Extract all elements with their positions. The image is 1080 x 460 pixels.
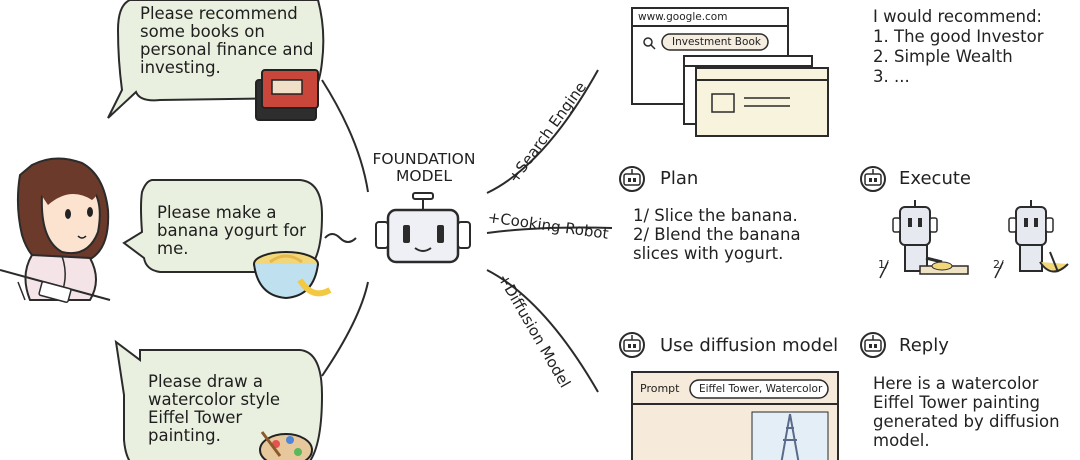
diffusion-robot-icon: [619, 332, 645, 358]
reply-line-3: generated by diffusion: [873, 412, 1060, 431]
plan-line-2: 2/ Blend the banana: [633, 225, 801, 244]
reply-line-4: model.: [873, 431, 930, 450]
bubble-painting: [114, 339, 324, 460]
execute-step1-illustration: [892, 200, 969, 275]
diffusion-panel: [631, 371, 839, 460]
foundation-label-line1: FOUNDATION: [372, 150, 476, 168]
recommendation-item-2: 2. Simple Wealth: [873, 47, 1013, 66]
reply-line-2: Eiffel Tower painting: [873, 393, 1041, 412]
bubble-finance-text: Please recommend some books on personal …: [140, 4, 314, 77]
recommendation-item-1: 1. The good Investor: [873, 27, 1044, 46]
prompt-label: Prompt: [640, 382, 680, 395]
browser-illustration: [631, 7, 829, 137]
execute-step2-label: 2/: [993, 258, 1004, 271]
yogurt-bowl-illustration: [253, 251, 332, 300]
foundation-label-line2: MODEL: [396, 167, 452, 185]
execute-step1-label: 1/: [878, 258, 889, 271]
palette-illustration: [259, 431, 313, 460]
bubble-yogurt-text: Please make a banana yogurt for me.: [157, 203, 306, 258]
recommendation-text: I would recommend: 1. The good Investor …: [873, 7, 1044, 87]
bubble-painting-text: Please draw a watercolor style Eiffel To…: [148, 372, 281, 445]
plan-title: Plan: [660, 168, 699, 189]
plan-robot-icon: [619, 166, 645, 192]
recommendation-item-3: 3. ...: [873, 67, 910, 86]
bubble-yogurt: [122, 179, 324, 273]
books-illustration: [255, 69, 319, 121]
foundation-model-robot-icon: [375, 192, 471, 264]
recommendation-intro: I would recommend:: [873, 7, 1042, 26]
execute-step2-illustration: [1008, 200, 1069, 273]
person-illustration: [0, 157, 111, 303]
reply-robot-icon: [860, 332, 886, 358]
browser-url: www.google.com: [638, 11, 728, 23]
reply-title: Reply: [899, 335, 949, 356]
reply-text: Here is a watercolor Eiffel Tower painti…: [873, 374, 1060, 450]
browser-search-query: Investment Book: [672, 36, 761, 48]
execute-title: Execute: [899, 168, 971, 189]
foundation-model-label: FOUNDATION MODEL: [363, 151, 485, 185]
plan-line-1: 1/ Slice the banana.: [633, 206, 798, 225]
execute-robot-icon: [860, 166, 886, 192]
plan-steps: 1/ Slice the banana. 2/ Blend the banana…: [633, 206, 801, 263]
plan-line-3: slices with yogurt.: [633, 244, 784, 263]
reply-line-1: Here is a watercolor: [873, 374, 1039, 393]
prompt-value: Eiffel Tower, Watercolor: [699, 383, 823, 395]
diffusion-step-title: Use diffusion model: [660, 335, 839, 356]
